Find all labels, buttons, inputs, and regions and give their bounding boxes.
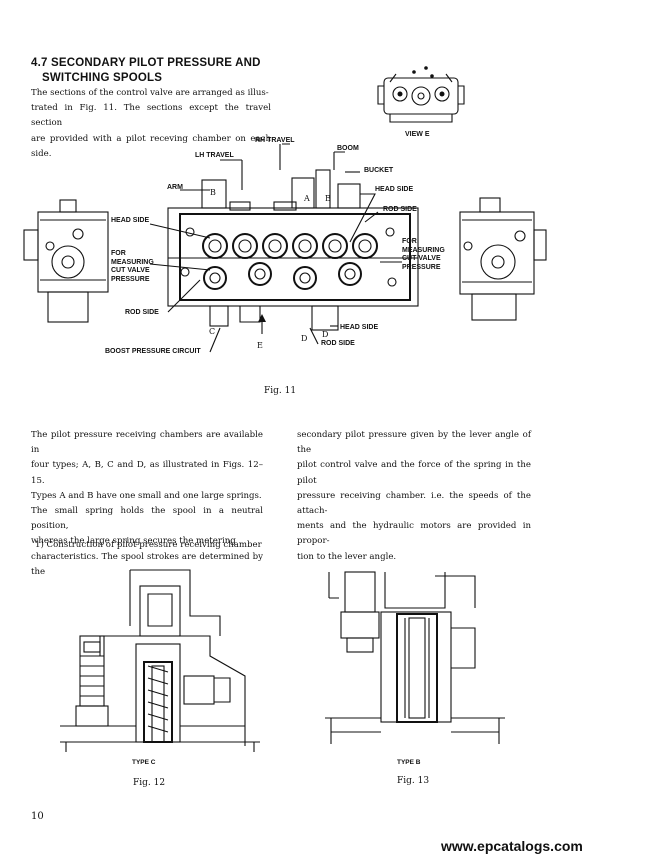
- section-title: 4.7 SECONDARY PILOT PRESSURE AND SWITCHI…: [31, 56, 261, 86]
- watermark: www.epcatalogs.com: [441, 838, 583, 854]
- valve-body: [167, 169, 419, 331]
- label-text: FOR: [402, 238, 417, 245]
- paragraph-line: pilot control valve and the force of the…: [297, 460, 531, 486]
- label-arm: ARM: [167, 184, 183, 191]
- type-b-diagram: [325, 571, 505, 744]
- label-text: MEASURING: [402, 246, 445, 254]
- paragraph-line: The pilot pressure receiving chambers ar…: [31, 430, 263, 456]
- paragraph-line: whereas the large spring secures the met…: [31, 536, 236, 547]
- fig12-caption: Fig. 12: [133, 778, 166, 788]
- letter-a: A: [304, 194, 310, 203]
- paragraph-right: secondary pilot pressure given by the le…: [297, 428, 531, 565]
- label-boom: BOOM: [337, 145, 359, 152]
- paragraph-line: The small spring holds the spool in a ne…: [31, 506, 263, 532]
- section-title-line2: SWITCHING SPOOLS: [42, 72, 163, 84]
- intro-line: The sections of the control valve are ar…: [31, 88, 269, 98]
- letter-b-right: B: [325, 194, 331, 203]
- label-text: MEASURING: [111, 258, 154, 266]
- subheading: 1) Construction of pilot pressure receiv…: [35, 540, 262, 550]
- view-e-diagram: [377, 66, 465, 123]
- type-c-diagram: [60, 569, 260, 752]
- label-rod-side-bottom: ROD SIDE: [321, 340, 355, 347]
- paragraph-left: The pilot pressure receiving chambers ar…: [31, 428, 263, 580]
- type-c-label: TYPE C: [132, 759, 156, 766]
- label-text: FOR: [111, 250, 126, 257]
- label-rh-travel: RH TRAVEL: [255, 137, 295, 144]
- label-text: PRESSURE: [111, 275, 150, 283]
- control-valve-diagram: [23, 143, 547, 353]
- letter-d-1: D: [301, 334, 308, 343]
- intro-line: trated in Fig. 11. The sections except t…: [31, 103, 271, 129]
- type-b-label: TYPE B: [397, 759, 421, 766]
- letter-c: C: [209, 327, 216, 336]
- label-text: PRESSURE: [402, 263, 441, 271]
- paragraph-line: tion to the lever angle.: [297, 551, 397, 562]
- paragraph-line: Types A and B have one small and one lar…: [31, 490, 262, 501]
- label-head-side-left: HEAD SIDE: [111, 217, 150, 224]
- label-bucket: BUCKET: [364, 167, 394, 174]
- letter-d-2: D: [322, 330, 329, 339]
- label-text: CUT VALVE: [402, 255, 441, 262]
- section-title-line1: 4.7 SECONDARY PILOT PRESSURE AND: [31, 57, 261, 69]
- label-boost-pressure: BOOST PRESSURE CIRCUIT: [105, 348, 201, 355]
- fig11-caption: Fig. 11: [264, 386, 297, 396]
- page-number: 10: [31, 811, 44, 822]
- right-end-view: [459, 197, 547, 321]
- label-head-side-right: HEAD SIDE: [375, 186, 414, 193]
- label-text: CUT VALVE: [111, 267, 150, 274]
- letter-b-left: B: [210, 188, 216, 197]
- view-e-label: VIEW E: [405, 131, 430, 138]
- paragraph-line: ments and the hydraulic motors are provi…: [297, 521, 531, 547]
- label-for-measuring-right: FOR MEASURING CUT VALVE PRESSURE: [402, 238, 445, 272]
- paragraph-line: pressure receiving chamber. i.e. the spe…: [297, 490, 531, 517]
- paragraph-line: characteristics. The spool strokes are d…: [31, 551, 263, 577]
- fig13-caption: Fig. 13: [397, 776, 430, 786]
- label-lh-travel: LH TRAVEL: [195, 152, 234, 159]
- left-end-view: [23, 199, 109, 323]
- label-rod-side-left: ROD SIDE: [125, 309, 159, 316]
- paragraph-line: four types; A, B, C and D, as illustrate…: [31, 460, 263, 486]
- label-head-side-bottom: HEAD SIDE: [340, 324, 379, 331]
- label-for-measuring-left: FOR MEASURING CUT VALVE PRESSURE: [111, 250, 154, 284]
- intro-paragraph: The sections of the control valve are ar…: [31, 86, 271, 162]
- label-rod-side-right: ROD SIDE: [383, 206, 417, 213]
- paragraph-line: secondary pilot pressure given by the le…: [297, 430, 531, 456]
- intro-line: are provided with a pilot receving chamb…: [31, 133, 271, 159]
- letter-e: E: [257, 341, 263, 350]
